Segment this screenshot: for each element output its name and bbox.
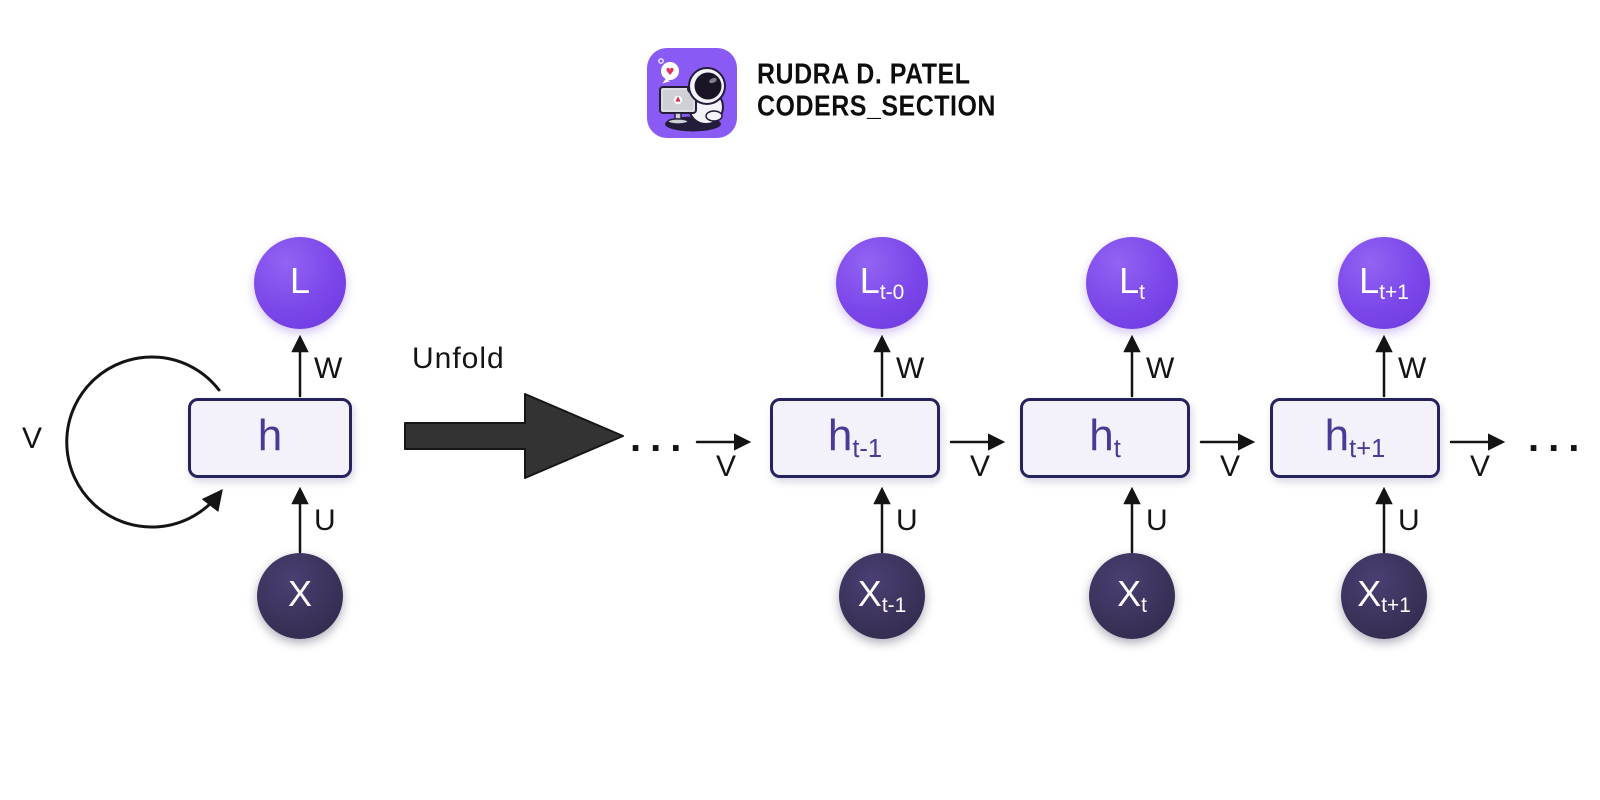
input-node-folded: X (257, 553, 343, 639)
visor-highlight (709, 77, 717, 84)
brand-logo: ♥ (647, 48, 737, 138)
w-weight-label-t: W (1146, 352, 1175, 385)
v-weight-label-0: V (715, 450, 736, 483)
w-weight-label-folded: W (314, 352, 343, 385)
ellipsis-left: ... (630, 416, 691, 460)
input-node-t+1: Xt+1 (1341, 553, 1427, 639)
v-arrow-1 (949, 433, 1006, 451)
unfold-label: Unfold (412, 342, 505, 375)
heart-icon: ♥ (666, 67, 675, 78)
u-weight-label-t-1: U (896, 504, 918, 537)
input-node-t: Xt (1089, 553, 1175, 639)
w-arrow-t+1 (1375, 334, 1393, 398)
w-weight-label-t+1: W (1398, 352, 1427, 385)
loss-node-t-1: Lt-0 (836, 237, 928, 329)
monitor-base (667, 118, 689, 125)
brand-handle: CODERS_SECTION (757, 90, 996, 123)
hidden-state-box-t: ht (1020, 398, 1190, 478)
rocket-icon (675, 96, 681, 102)
u-weight-label-t+1: U (1398, 504, 1420, 537)
loop-weight-label: V (22, 422, 43, 455)
v-weight-label-3: V (1469, 450, 1490, 483)
w-arrow-t-1 (873, 334, 891, 398)
hidden-state-box-t-1: ht-1 (770, 398, 940, 478)
u-arrow-folded (291, 486, 309, 554)
w-arrow-folded (291, 334, 309, 398)
astronaut-arm (705, 110, 723, 122)
u-arrow-t (1123, 486, 1141, 554)
loss-node-t: Lt (1086, 237, 1178, 329)
brand-name: RUDRA D. PATEL (757, 58, 971, 91)
u-arrow-t-1 (873, 486, 891, 554)
ellipsis-right: ... (1528, 416, 1589, 460)
brand-text: RUDRA D. PATEL CODERS_SECTION (757, 58, 996, 122)
speech-bubble (661, 62, 679, 80)
v-arrow-3 (1449, 433, 1506, 451)
u-weight-label-folded: U (314, 504, 336, 537)
sparkle-icon (658, 58, 664, 64)
loss-node-folded: L (254, 237, 346, 329)
v-arrow-0 (695, 433, 752, 451)
hidden-state-box-folded: h (188, 398, 352, 478)
w-arrow-t (1123, 334, 1141, 398)
recurrent-loop-arrow (65, 355, 223, 529)
helmet-visor (694, 72, 722, 100)
input-node-t-1: Xt-1 (839, 553, 925, 639)
hidden-state-box-t+1: ht+1 (1270, 398, 1440, 478)
u-arrow-t+1 (1375, 486, 1393, 554)
w-weight-label-t-1: W (896, 352, 925, 385)
unfold-arrow (404, 393, 624, 479)
speech-bubble-tail (662, 78, 670, 84)
loss-node-t+1: Lt+1 (1338, 237, 1430, 329)
v-arrow-2 (1199, 433, 1256, 451)
u-weight-label-t: U (1146, 504, 1168, 537)
v-weight-label-2: V (1219, 450, 1240, 483)
v-weight-label-1: V (969, 450, 990, 483)
